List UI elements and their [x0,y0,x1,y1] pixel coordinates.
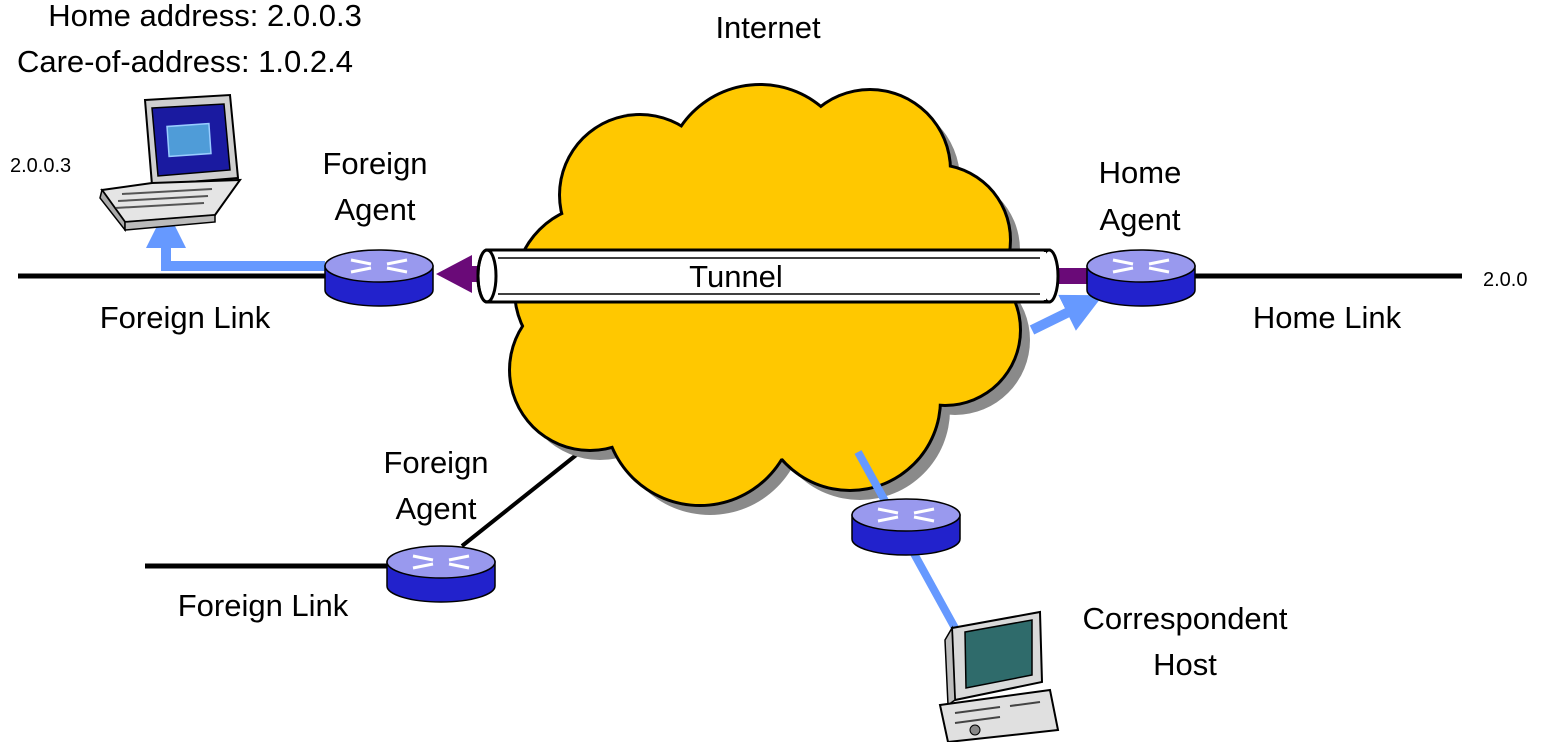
home-address-line: Home address: 2.0.0.3 [48,0,362,33]
foreign-link-top-label: Foreign Link [100,300,271,335]
home-agent-label-2: Agent [1099,202,1180,237]
foreign-link-bottom-label: Foreign Link [178,588,349,623]
router-foreign-agent-top [324,249,434,307]
correspondent-host-label-1: Correspondent [1082,601,1287,636]
router-home-agent [1086,249,1196,307]
foreign-agent-bottom-label-1: Foreign [383,445,488,480]
internet-to-foreign-agent-bottom-line [460,446,587,548]
mobile-node-ip-label: 2.0.0.3 [10,155,71,177]
tunnel-pipe [476,248,1060,304]
foreign-agent-top-label-2: Agent [334,192,415,227]
home-link-label: Home Link [1253,300,1402,335]
router-correspondent [851,498,961,556]
foreign-agent-bottom-label-2: Agent [395,491,476,526]
data-path-internet-to-home-agent [1029,294,1103,335]
data-path-fa-to-laptop [146,208,325,271]
tunnel-label: Tunnel [689,259,783,294]
home-agent-label-1: Home [1099,155,1182,190]
home-network-address-label: 2.0.0 [1483,269,1527,291]
correspondent-host-label-2: Host [1153,647,1217,682]
foreign-agent-top-label-1: Foreign [322,146,427,181]
laptop-icon [99,93,242,233]
tunnel-stub-home [1058,268,1088,284]
router-foreign-agent-bottom [386,545,496,603]
internet-label: Internet [715,10,821,45]
care-of-address-line: Care-of-address: 1.0.2.4 [17,44,353,79]
desktop-computer-icon [938,610,1060,742]
